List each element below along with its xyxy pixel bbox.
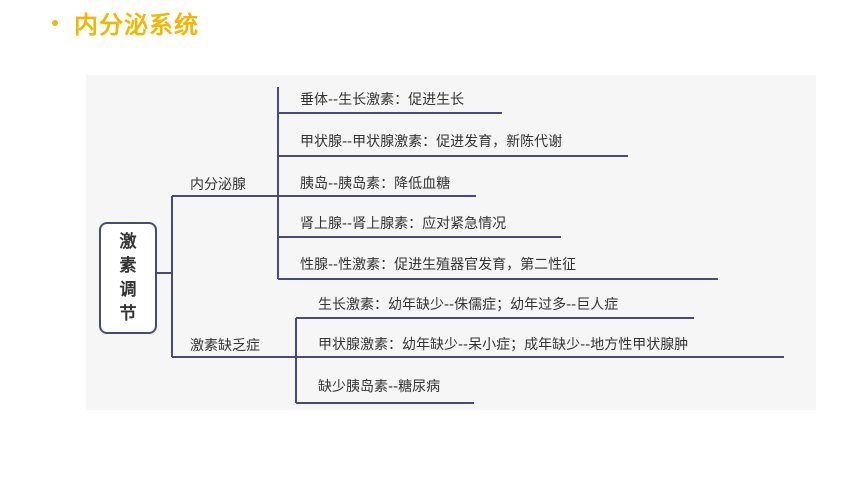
item-gonad: 性腺--性激素：促进生殖器官发育，第二性征: [300, 257, 577, 273]
branch-hormone-deficiency: 激素缺乏症: [190, 338, 260, 354]
root-node: 激素调节: [99, 222, 157, 334]
item-growth-hormone-deficiency: 生长激素：幼年缺少--侏儒症；幼年过多--巨人症: [318, 297, 619, 313]
item-pancreatic-islet: 胰岛--胰岛素：降低血糖: [300, 176, 451, 192]
item-thyroid-hormone-deficiency: 甲状腺激素：幼年缺少--呆小症；成年缺少--地方性甲状腺肿: [318, 337, 689, 353]
item-thyroid: 甲状腺--甲状腺激素：促进发育，新陈代谢: [300, 134, 563, 150]
slide-header: 内分泌系统: [52, 4, 199, 40]
mindmap-panel: [86, 75, 816, 410]
slide-title: 内分泌系统: [74, 10, 199, 39]
root-node-label: 激素调节: [119, 232, 137, 324]
bullet-icon: [52, 20, 58, 26]
item-adrenal: 肾上腺--肾上腺素：应对紧急情况: [300, 216, 507, 232]
branch-endocrine-glands: 内分泌腺: [190, 177, 246, 193]
item-pituitary: 垂体--生长激素：促进生长: [300, 92, 465, 108]
item-insulin-deficiency: 缺少胰岛素--糖尿病: [318, 379, 441, 395]
